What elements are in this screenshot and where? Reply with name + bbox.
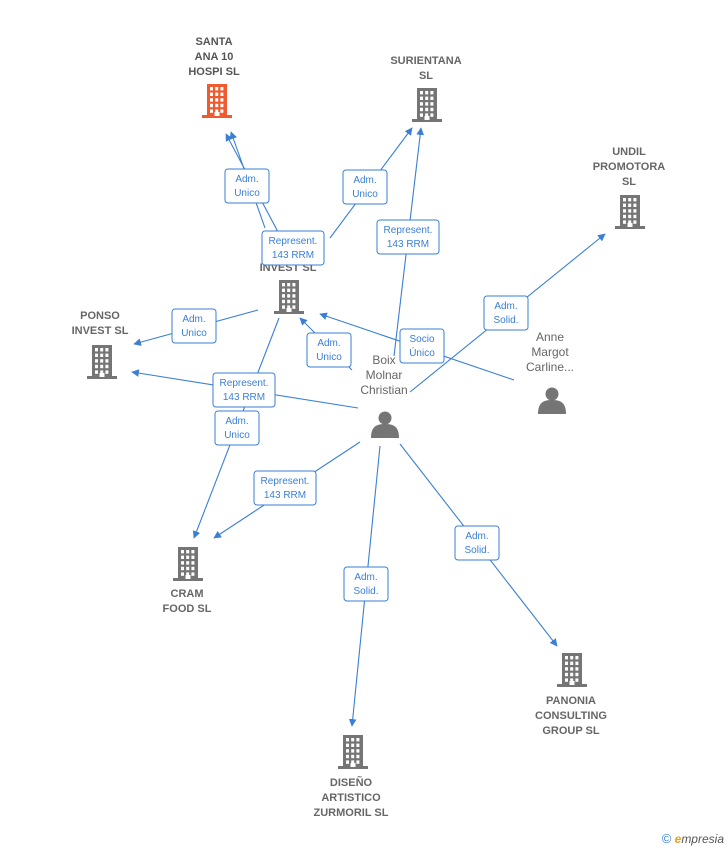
edge-label-boix-to-ponso[interactable]: Represent. 143 RRM: [212, 372, 276, 408]
building-icon[interactable]: [173, 547, 203, 581]
edge-label-line: Adm.: [353, 175, 376, 186]
node-label-line: SL: [419, 70, 433, 82]
edge-label-boix-to-invest[interactable]: Adm. Unico: [306, 332, 352, 368]
person-icon[interactable]: [371, 411, 399, 439]
node-label-line: ZURMORIL SL: [314, 807, 389, 819]
edge-label-boix-to-panonia[interactable]: Adm. Solid.: [454, 525, 500, 561]
edge-label-line: Solid.: [493, 315, 518, 326]
node-label-line: GROUP SL: [542, 725, 600, 737]
node-label-line: Anne: [536, 330, 564, 344]
node-label-line: PANONIA: [546, 695, 596, 707]
person-icon[interactable]: [538, 387, 566, 415]
edge-label-line: Represent.: [261, 476, 310, 487]
building-icon[interactable]: [338, 735, 368, 769]
edge-label-line: Unico: [224, 430, 250, 441]
node-label-line: SURIENTANA: [390, 55, 461, 67]
edge-label-line: Unico: [352, 189, 378, 200]
edge-label-line: Represent.: [220, 378, 269, 389]
edge-label-line: 143 RRM: [264, 490, 306, 501]
edge-label-line: Adm.: [354, 572, 377, 583]
node-label-line: CONSULTING: [535, 710, 607, 722]
node-label-line: PONSO: [80, 310, 120, 322]
edge-label-line: Unico: [234, 188, 260, 199]
node-label-line: ARTISTICO: [321, 792, 381, 804]
edge-label-line: 143 RRM: [272, 250, 314, 261]
building-icon[interactable]: [557, 653, 587, 687]
node-label-surientana[interactable]: SURIENTANA SL: [390, 55, 461, 82]
node-label-anne[interactable]: AnneMargotCarline...: [526, 330, 574, 374]
edge-label-line: 143 RRM: [387, 239, 429, 250]
edge-label-boix-to-surientana[interactable]: Represent. 143 RRM: [376, 219, 440, 255]
edge-label-line: Adm.: [317, 338, 340, 349]
building-icon[interactable]: [87, 345, 117, 379]
node-label-line: Carline...: [526, 360, 574, 374]
edge-label-line: Único: [409, 346, 435, 359]
edge-label-line: Adm.: [235, 174, 258, 185]
edge-label-line: Solid.: [353, 586, 378, 597]
edge-label-invest-to-santa[interactable]: Represent. 143 RRM: [261, 230, 325, 266]
node-label-line: CRAM: [171, 588, 204, 600]
edge-label-line: Adm.: [494, 301, 517, 312]
node-label-santa[interactable]: SANTA ANA 10 HOSPI SL: [188, 36, 240, 78]
node-label-line: HOSPI SL: [188, 66, 240, 78]
edge-label-boix-to-santa[interactable]: Adm. Unico: [224, 168, 270, 204]
node-label-line: UNDIL: [612, 146, 646, 158]
edge-label-boix-to-undil[interactable]: Adm. Solid.: [483, 295, 529, 331]
watermark: © empresia: [662, 831, 724, 846]
edge-label-invest-to-cram[interactable]: Adm. Unico: [214, 410, 260, 446]
node-label-diseno[interactable]: DISEÑO ARTISTICO ZURMORIL SL: [314, 776, 389, 819]
building-icon[interactable]: [202, 84, 232, 118]
nodes-layer: SANTA ANA 10 HOSPI SL SURIENTANA SL UNDIL PROM…: [72, 36, 666, 819]
node-label-line: Christian: [360, 383, 407, 397]
node-label-line: INVEST SL: [72, 325, 129, 337]
node-label-line: FOOD SL: [163, 603, 212, 615]
edge-label-line: Solid.: [464, 545, 489, 556]
node-label-line: SANTA: [195, 36, 232, 48]
edge-label-line: 143 RRM: [223, 392, 265, 403]
edge-label-boix-to-cram[interactable]: Represent. 143 RRM: [253, 470, 317, 506]
building-icon[interactable]: [615, 195, 645, 229]
brand-logo-text: mpresia: [681, 832, 724, 846]
node-label-line: Boix: [372, 353, 395, 367]
node-label-line: Margot: [531, 345, 569, 359]
edge-label-line: Adm.: [182, 314, 205, 325]
edge-label-line: Adm.: [225, 416, 248, 427]
building-icon[interactable]: [274, 280, 304, 314]
edge-label-line: Represent.: [269, 236, 318, 247]
edge-label-line: Socio: [409, 334, 434, 345]
building-icon[interactable]: [412, 88, 442, 122]
node-label-ponso[interactable]: PONSO INVEST SL: [72, 310, 129, 337]
copyright-icon: ©: [661, 831, 672, 846]
node-label-line: SL: [622, 176, 636, 188]
edge-label-boix-to-diseno[interactable]: Adm. Solid.: [343, 566, 389, 602]
node-label-line: PROMOTORA: [593, 161, 666, 173]
node-label-panonia[interactable]: PANONIA CONSULTING GROUP SL: [535, 695, 607, 737]
edge-label-line: Adm.: [465, 531, 488, 542]
edge-label-line: Unico: [316, 352, 342, 363]
edge-label-invest-to-surientana[interactable]: Adm. Unico: [342, 169, 388, 205]
edge-label-line: Represent.: [384, 225, 433, 236]
node-label-line: ANA 10: [195, 51, 234, 63]
node-label-line: DISEÑO: [330, 776, 373, 789]
node-label-cram[interactable]: CRAM FOOD SL: [163, 588, 212, 615]
edge-label-invest-to-ponso[interactable]: Adm. Unico: [171, 308, 217, 344]
edges-layer: [131, 127, 606, 727]
node-label-undil[interactable]: UNDIL PROMOTORA SL: [593, 146, 666, 188]
node-label-line: Molnar: [366, 368, 403, 382]
edge-label-line: Unico: [181, 328, 207, 339]
brand-logo-initial: e: [674, 832, 682, 846]
